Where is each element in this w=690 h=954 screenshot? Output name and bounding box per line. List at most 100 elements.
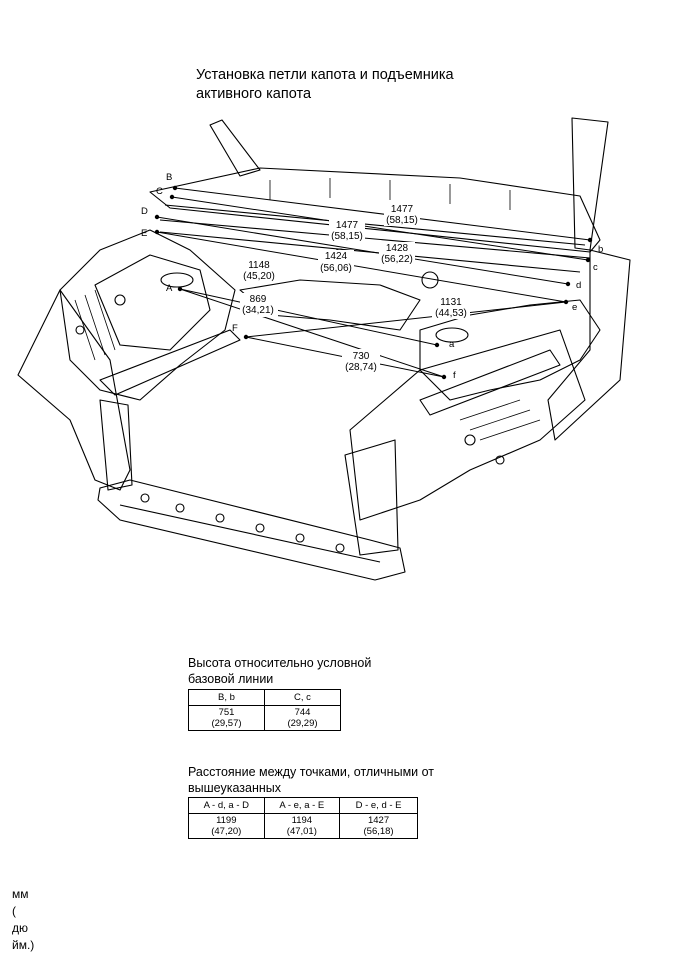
body-structure [17,117,631,581]
height-caption-line-1: Высота относительно условной [188,656,372,670]
distance-cell-2: 1194 (47,01) [263,813,341,839]
units-legend: мм ( дю йм.) [12,887,35,952]
dim-F-e: 1131 (44,53) [432,295,470,319]
left-front-rail [99,329,241,396]
dim-D-d: 1428 (56,22) [379,242,415,266]
point-E [154,229,160,235]
label-d: d [576,280,581,291]
cowl-upper [149,167,601,253]
left-apron [59,229,236,401]
svg-text:869: 869 [250,294,267,305]
distance-caption: Расстояние между точками, отличными от в… [188,764,434,796]
measurement-lines [156,187,591,378]
point-A [177,286,183,292]
label-a: a [449,339,455,350]
height-cell-Cc: 744 (29,29) [264,705,341,731]
point-C [169,194,175,200]
distance-header-2: A - e, a - E [263,797,341,814]
label-E: E [141,228,147,239]
svg-text:1131: 1131 [440,297,462,308]
distance-cell-3: 1427 (56,18) [339,813,418,839]
height-cell-Bb: 751 (29,57) [188,705,265,731]
line-A-f [179,288,445,378]
svg-text:(56,22): (56,22) [381,254,413,265]
right-a-pillar [571,117,609,251]
dim-C-c: 1477 (58,15) [329,218,365,242]
right-radiator-post [344,439,399,556]
point-F [243,334,249,340]
label-B: B [166,172,172,183]
dim-B-b: 1477 (58,15) [384,202,420,226]
firewall [239,279,421,331]
svg-text:(34,21): (34,21) [242,305,274,316]
point-c [585,257,591,263]
svg-text:(56,06): (56,06) [320,263,352,274]
distance-table: A - d, a - D A - e, a - E D - e, d - E 1… [188,797,418,839]
table-row: B, b C, c [188,689,341,706]
point-labels: B C D E A F b c d e a f [141,172,603,381]
label-f: f [453,370,456,381]
point-f [441,374,447,380]
height-header-Cc: C, c [264,689,341,706]
height-table: B, b C, c 751 (29,57) 744 (29,29) [188,689,341,731]
point-d [565,281,571,287]
line-F-e [245,301,567,338]
title-line-1: Установка петли капота и подъемника [196,67,454,83]
left-side-member [17,289,131,491]
line-C-c [171,196,589,261]
table-row: A - d, a - D A - e, a - E D - e, d - E [188,797,418,814]
left-strut-tower [94,254,211,351]
line-B-b [174,187,591,241]
line-D-d [156,216,569,285]
height-caption: Высота относительно условной базовой лин… [188,655,371,687]
line-E-e [156,231,567,303]
point-e [563,299,569,305]
radiator-support [97,479,406,581]
svg-text:(58,15): (58,15) [331,231,363,242]
point-markers [154,185,593,380]
svg-text:730: 730 [353,351,370,362]
right-fender-flange [547,249,631,441]
vehicle-body-diagram: B C D E A F b c d e a f 1477 (58,15) 147… [17,117,631,581]
left-strut-hole [160,272,194,288]
dim-A-a: 869 (34,21) [240,293,278,317]
label-e: e [572,302,577,313]
right-side-member [349,329,586,521]
distance-cell-1: 1199 (47,20) [188,813,265,839]
distance-caption-line-1: Расстояние между точками, отличными от [188,765,435,779]
svg-text:1477: 1477 [336,220,359,231]
point-D [154,214,160,220]
line-A-a [179,288,438,346]
left-radiator-post [99,399,133,491]
label-c: c [593,262,598,273]
svg-text:(45,20): (45,20) [243,271,275,282]
table-row: 751 (29,57) 744 (29,29) [188,705,341,731]
label-F: F [232,323,238,334]
right-strut-hole [435,327,469,343]
svg-text:1428: 1428 [386,243,409,254]
distance-caption-line-2: вышеуказанных [188,781,281,795]
svg-text:(44,53): (44,53) [435,308,467,319]
distance-header-3: D - e, d - E [339,797,418,814]
diagram-title: Установка петли капота и подъемника акти… [196,66,526,104]
height-header-Bb: B, b [188,689,265,706]
point-B [172,185,178,191]
right-front-rail [419,349,561,416]
dimension-labels: 1477 (58,15) 1477 (58,15) 1428 (56,22) 1… [240,202,470,373]
svg-text:(28,74): (28,74) [345,362,377,373]
radiator-support-inner [119,504,381,563]
svg-text:(58,15): (58,15) [386,215,418,226]
label-D: D [141,206,148,217]
title-line-2: активного капота [196,86,312,102]
table-row: 1199 (47,20) 1194 (47,01) 1427 (56,18) [188,813,418,839]
label-C: C [156,186,163,197]
height-caption-line-2: базовой линии [188,672,274,686]
distance-header-1: A - d, a - D [188,797,265,814]
point-a [434,342,440,348]
dim-F-f: 730 (28,74) [342,349,380,373]
detail-ribs [74,178,541,441]
svg-text:1477: 1477 [391,204,414,215]
svg-text:1424: 1424 [325,251,348,262]
point-b [587,237,593,243]
svg-text:1148: 1148 [248,260,270,271]
